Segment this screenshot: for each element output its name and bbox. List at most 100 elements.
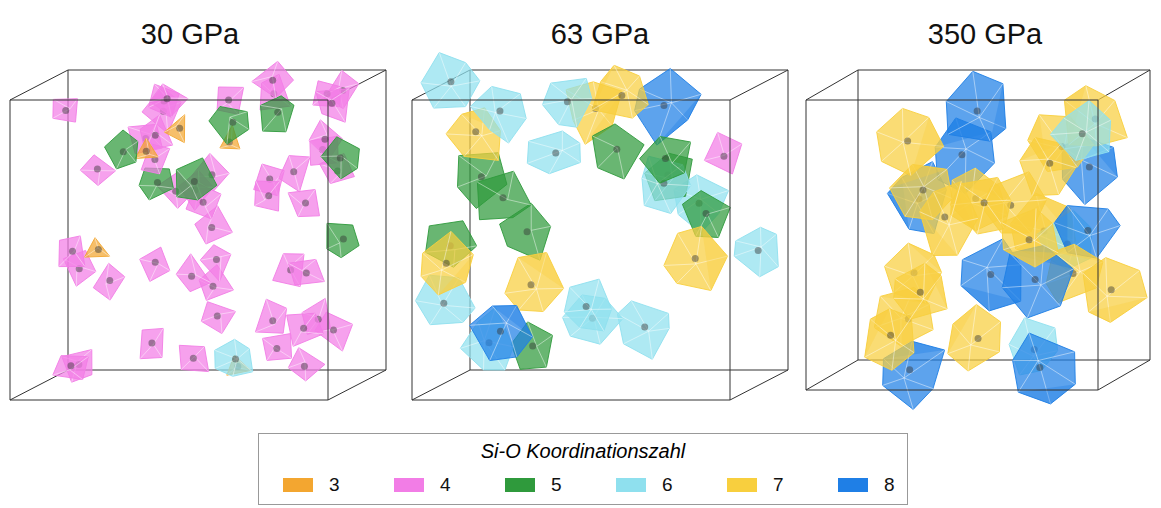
polyhedron-edge xyxy=(923,263,924,299)
polyhedron-edge xyxy=(572,99,577,127)
legend-text: 8 xyxy=(884,474,895,496)
cell-edge xyxy=(806,100,1098,390)
polyhedron-edge xyxy=(707,214,718,237)
silicon-atom xyxy=(906,366,913,373)
polyhedron xyxy=(1083,258,1147,323)
polyhedron-edge xyxy=(293,332,301,347)
polyhedron-edge xyxy=(644,184,657,206)
polyhedron-edge xyxy=(736,241,761,247)
silicon-atom xyxy=(496,107,503,114)
silicon-atom xyxy=(660,102,667,109)
silicon-atom xyxy=(552,149,559,156)
polyhedron-edge xyxy=(505,289,537,293)
silicon-atom xyxy=(1046,160,1053,167)
polyhedron-face xyxy=(702,226,728,290)
legend-box: Si-O Koordinationszahl345678 xyxy=(258,433,908,505)
polyhedron xyxy=(287,313,324,346)
polyhedron-edge xyxy=(216,173,229,176)
polyhedron-edge xyxy=(624,331,649,344)
silicon-atom xyxy=(1026,236,1033,243)
simulation-cell xyxy=(10,61,386,400)
polyhedron-face xyxy=(911,117,944,175)
silicon-atom xyxy=(214,313,221,320)
polyhedron-edge xyxy=(1029,333,1038,360)
polyhedron-edge xyxy=(319,298,325,317)
polyhedron-edge xyxy=(580,309,591,327)
polyhedron-edge xyxy=(1034,224,1052,241)
polyhedron-edge xyxy=(570,287,591,309)
polyhedron-edge xyxy=(135,154,149,158)
polyhedron-edge xyxy=(895,279,923,299)
polyhedron xyxy=(470,86,526,143)
pressure-title: 63 GPa xyxy=(551,18,649,51)
polyhedron-face xyxy=(948,305,977,354)
polyhedron-edge xyxy=(256,181,265,200)
cell-edge xyxy=(328,370,386,400)
legend-text: 6 xyxy=(662,474,673,496)
silicon-atom xyxy=(148,339,155,346)
polyhedron-face xyxy=(1089,298,1148,323)
silicon-atom xyxy=(328,100,335,107)
polyhedron-edge xyxy=(438,270,441,295)
polyhedron-edge xyxy=(451,86,465,106)
polyhedron xyxy=(617,301,669,359)
polyhedron-edge xyxy=(153,344,162,357)
legend-swatch xyxy=(283,478,313,492)
legend-text: 3 xyxy=(329,474,340,496)
silicon-atom xyxy=(190,355,197,362)
polyhedron-edge xyxy=(614,65,627,90)
cell-edge xyxy=(68,70,386,370)
polyhedron xyxy=(543,78,592,127)
polyhedron-edge xyxy=(283,254,289,267)
legend-entry: 8 xyxy=(838,475,895,495)
polyhedron-edge xyxy=(221,314,222,334)
silicon-atom xyxy=(302,199,309,206)
polyhedron-edge xyxy=(985,200,1011,201)
polyhedron-edge xyxy=(227,117,230,144)
silicon-atom xyxy=(191,178,198,185)
polyhedron xyxy=(288,259,324,285)
polyhedron xyxy=(505,253,564,312)
silicon-atom xyxy=(1079,130,1086,137)
polyhedron-edge xyxy=(508,200,532,205)
silicon-atom xyxy=(176,125,183,132)
polyhedron-edge xyxy=(968,345,971,371)
cell-edge xyxy=(412,370,470,400)
polyhedron-edge xyxy=(191,185,198,199)
polyhedron-edge xyxy=(490,323,507,361)
polyhedron-edge xyxy=(591,309,611,310)
polyhedron-edge xyxy=(896,317,912,340)
polyhedron-edge xyxy=(1034,240,1058,253)
polyhedron-edge xyxy=(882,142,904,161)
polyhedron-edge xyxy=(889,187,923,188)
polyhedron-edge xyxy=(1107,271,1139,297)
polyhedron-edge xyxy=(261,105,282,108)
polyhedron-edge xyxy=(677,264,696,283)
polyhedron-edge xyxy=(301,313,315,332)
polyhedron xyxy=(59,236,85,267)
polyhedron-edge xyxy=(649,331,653,359)
polyhedron-edge xyxy=(470,106,495,112)
polyhedron-edge xyxy=(1106,258,1107,297)
silicon-atom xyxy=(692,255,699,262)
polyhedron xyxy=(252,61,294,98)
polyhedron-edge xyxy=(194,347,204,357)
polyhedron-edge xyxy=(464,136,482,157)
polyhedron-edge xyxy=(977,201,985,234)
legend-swatch xyxy=(394,478,424,492)
silicon-atom xyxy=(213,256,220,263)
polyhedron-edge xyxy=(760,227,762,247)
silicon-atom xyxy=(94,165,101,172)
polyhedron-edge xyxy=(294,157,310,171)
polyhedron-edge xyxy=(892,340,896,370)
polyhedron-edge xyxy=(896,340,914,352)
silicon-atom xyxy=(974,108,981,115)
polyhedron-edge xyxy=(948,117,979,134)
polyhedron-edge xyxy=(642,178,657,183)
polyhedron-edge xyxy=(649,313,669,331)
polyhedron-edge xyxy=(262,164,274,183)
polyhedron-edge xyxy=(149,154,158,157)
polyhedron-edge xyxy=(910,299,923,319)
polyhedron-edge xyxy=(176,170,191,186)
polyhedron-edge xyxy=(421,270,442,276)
